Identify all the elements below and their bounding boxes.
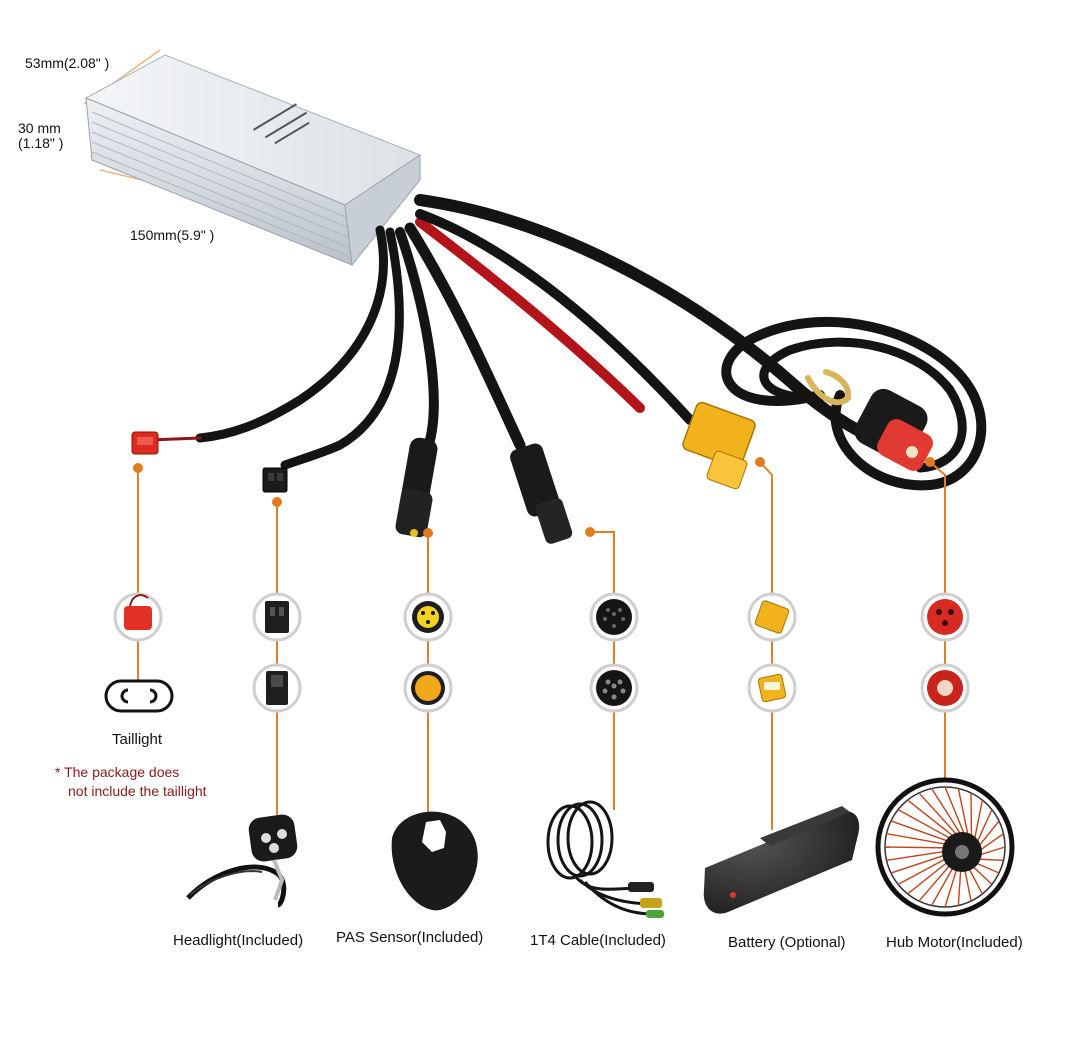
headlight-label: Headlight(Included) [173, 932, 304, 949]
pas-connector-closeup-1 [403, 592, 453, 642]
wire-pas [395, 227, 439, 445]
battery-xt60-plug [682, 401, 756, 490]
length-dimension-label: 150mm(5.9" ) [130, 227, 215, 243]
height-dimension-label-inch: (1.18" ) [18, 135, 64, 151]
cable-connector-closeup-1 [589, 592, 639, 642]
pas-sensor-device [391, 811, 478, 911]
taillight-plug [131, 431, 159, 455]
cable-coil-device [546, 800, 664, 918]
harness-connectors [131, 388, 933, 544]
taillight-connector-closeup [113, 592, 163, 642]
headlight-device [186, 814, 298, 908]
taillight-icon [104, 679, 174, 713]
wire-harness [148, 194, 987, 491]
wire-headlight [280, 227, 404, 470]
motor-connector-closeup-2 [920, 663, 970, 713]
battery-connector-closeup-1 [747, 592, 797, 642]
pas-sensor-label: PAS Sensor(Included) [336, 929, 484, 946]
motor-connector-closeup-1 [920, 592, 970, 642]
battery-device [703, 806, 860, 914]
package-note-line-2: not include the taillight [68, 783, 207, 799]
headlight-plug [262, 467, 288, 493]
cable-connector-closeup-2 [589, 663, 639, 713]
leader-lines [137, 461, 946, 830]
headlight-connector-closeup-1 [252, 592, 302, 642]
pas-plug [395, 437, 438, 538]
leader-dots [133, 457, 935, 538]
width-dimension-label: 53mm(2.08" ) [25, 55, 110, 71]
cable-label: 1T4 Cable(Included) [530, 932, 666, 949]
display-plug [510, 443, 573, 544]
battery-label: Battery (Optional) [728, 934, 846, 951]
wire-battery-black [415, 209, 695, 425]
pas-connector-closeup-2 [403, 663, 453, 713]
hub-motor-device [875, 777, 1015, 917]
wire-display [404, 222, 526, 451]
taillight-label: Taillight [112, 731, 163, 748]
headlight-connector-closeup-2 [252, 663, 302, 713]
hub-motor-label: Hub Motor(Included) [886, 934, 1023, 951]
height-dimension-label: 30 mm [18, 120, 61, 136]
motor-plug [854, 388, 933, 471]
wire-battery-red [415, 217, 645, 413]
battery-connector-closeup-2 [747, 663, 797, 713]
controller-box [84, 54, 422, 267]
package-note-line-1: * The package does [55, 764, 180, 780]
wire-taillight [195, 225, 388, 443]
motor-cable-coil [721, 316, 987, 491]
